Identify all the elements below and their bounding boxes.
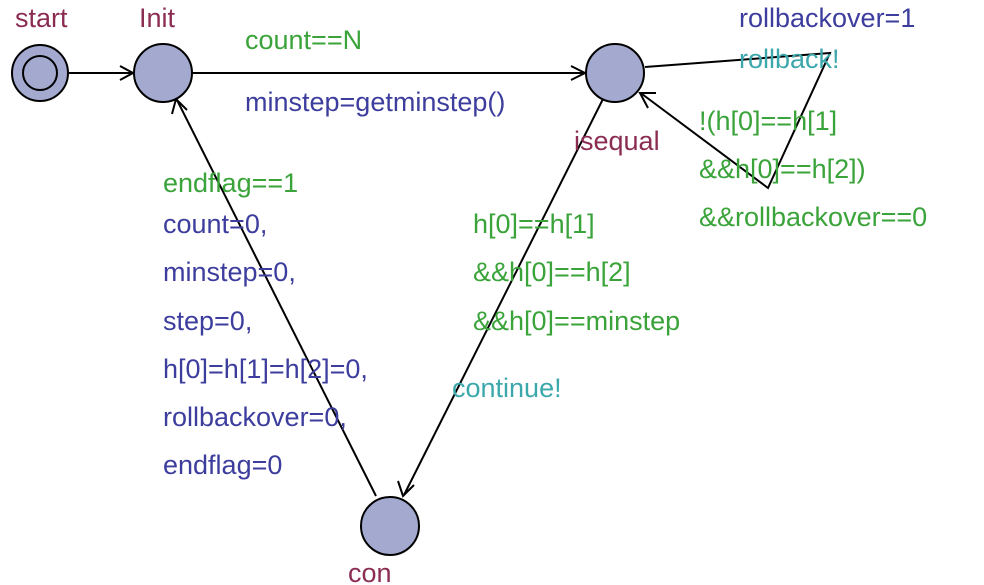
assignment-con-to-init-line-6: endflag=0 [163,450,282,480]
location-init[interactable] [133,43,193,103]
location-name-isequal: isequal [574,126,660,156]
sync-isequal-self-loop: rollback! [739,44,840,74]
assignment-isequal-self-loop: rollbackover=1 [739,3,915,33]
guard-isequal-to-con-line-1: h[0]==h[1] [473,209,595,239]
guard-isequal-self-loop-line-3: &&rollbackover==0 [699,202,927,232]
guard-isequal-self-loop-line-2: &&h[0]==h[2]) [699,154,866,184]
location-con[interactable] [360,496,420,556]
edge-init-to-isequal [192,65,588,81]
location-isequal[interactable] [585,43,645,103]
edge-isequal-self-loop [638,51,832,190]
guard-isequal-to-con-line-2: &&h[0]==h[2] [473,257,631,287]
edge-isequal-to-con [397,98,604,498]
assignment-con-to-init-line-4: h[0]=h[1]=h[2]=0, [163,354,368,384]
location-start[interactable] [11,44,69,102]
assignment-con-to-init-line-5: rollbackover=0, [163,402,347,432]
guard-init-to-isequal: count==N [245,25,362,55]
location-name-init: Init [139,3,176,33]
location-name-con: con [348,558,392,585]
edge-con-to-init [171,97,377,497]
guard-isequal-to-con-line-3: &&h[0]==minstep [473,306,680,336]
assignment-con-to-init-line-2: minstep=0, [163,257,296,287]
assignment-init-to-isequal: minstep=getminstep() [245,87,505,117]
assignment-con-to-init-line-1: count=0, [163,209,267,239]
location-name-start: start [15,3,68,33]
sync-isequal-to-con: continue! [452,373,562,403]
assignment-con-to-init-line-3: step=0, [163,306,252,336]
guard-isequal-self-loop-line-1: !(h[0]==h[1] [699,106,837,136]
edge-start-to-init [69,65,136,81]
guard-con-to-init: endflag==1 [163,168,298,198]
